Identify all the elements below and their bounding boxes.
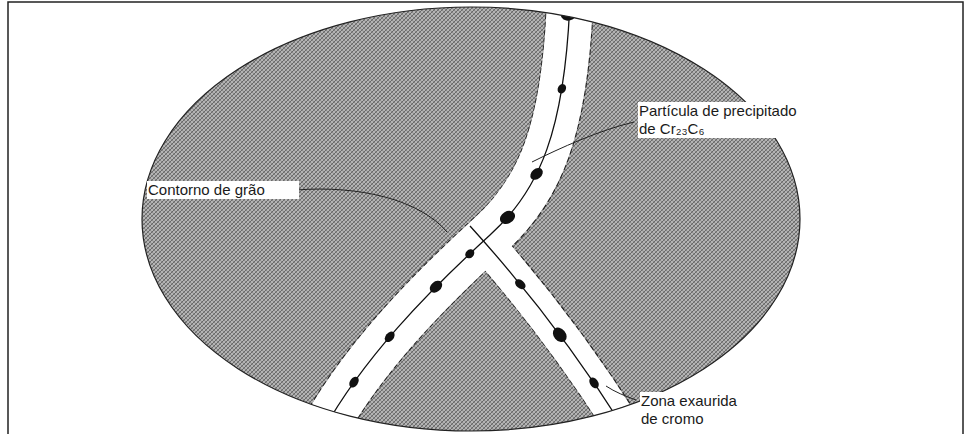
callout-label: Zona exaurida de cromo — [640, 392, 750, 428]
precipitate-particle — [347, 375, 360, 389]
callout-label: Partícula de precipitado de Cr₂₃C₆ — [638, 102, 810, 138]
grain-boundary — [318, 0, 570, 434]
precipitate-particle — [383, 330, 397, 344]
grain-outline — [142, 7, 800, 431]
precipitate-particle — [427, 278, 444, 295]
leader-line — [532, 122, 634, 162]
depleted-zone-edge — [318, 0, 570, 434]
precipitate-particle — [558, 3, 581, 24]
leader-line — [296, 189, 447, 232]
precipitate-particle — [463, 247, 476, 260]
precipitate-particle — [550, 325, 569, 345]
precipitate-particle — [513, 277, 527, 291]
grain-region — [142, 7, 800, 431]
precipitate-particle — [528, 166, 545, 183]
callout-label: Contorno de grão — [147, 181, 299, 199]
precipitate-particle — [498, 208, 518, 226]
leader-line — [606, 386, 636, 400]
grain-boundary — [470, 226, 625, 430]
precipitate-particle — [556, 82, 568, 95]
precipitate-particle — [587, 376, 600, 390]
depleted-zone — [318, 0, 570, 434]
